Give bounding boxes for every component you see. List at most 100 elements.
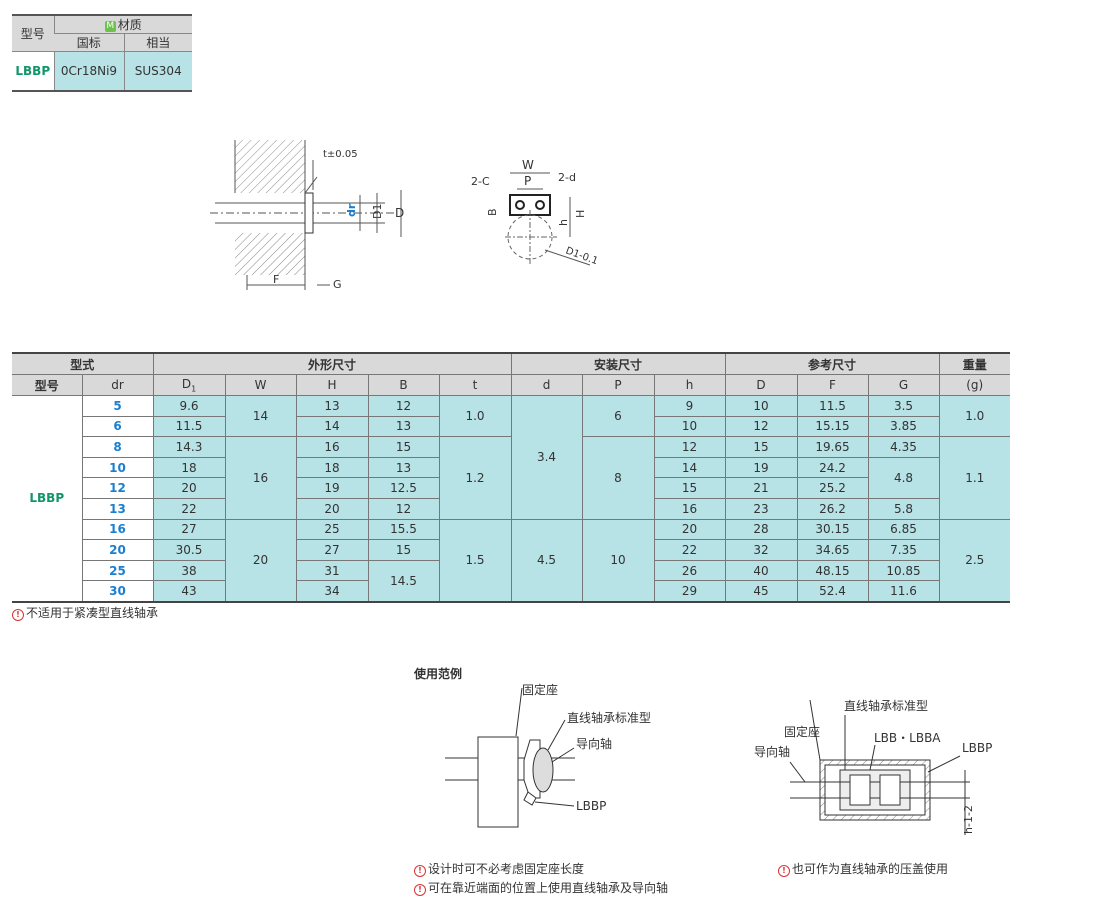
b-label: B — [486, 208, 499, 216]
cell-d1: 20 — [152, 477, 225, 499]
cell-g: 5.8 — [867, 497, 939, 520]
col-t: t — [438, 374, 511, 396]
front-view-drawing: W P 2-C 2-d B h H D1-0.1 — [471, 158, 599, 267]
table-row: 8 14.3 16 16 15 1.2 8 12 15 19.65 4.35 1… — [12, 436, 1010, 520]
cell-dd: 32 — [724, 539, 797, 561]
cell-g: 7.35 — [867, 539, 939, 561]
usage-left-drawing: 固定座 直线轴承标准型 导向轴 LBBP — [445, 682, 651, 828]
cell-hh: 14 — [653, 456, 725, 478]
group-outer: 外形尺寸 — [152, 352, 511, 375]
d1tol-label: D1-0.1 — [564, 245, 599, 267]
cell-hh: 26 — [653, 559, 725, 581]
col-dd: D — [724, 374, 797, 396]
cell-h: 14 — [295, 415, 368, 437]
cell-hh: 29 — [653, 580, 725, 603]
2c-label: 2-C — [471, 175, 490, 188]
col-d1: D1 — [152, 374, 225, 396]
cell-hh: 20 — [653, 518, 725, 540]
cell-f: 52.4 — [796, 580, 868, 603]
left-guide-shaft: 导向轴 — [576, 736, 612, 751]
table-row: 20 30.5 27 15 22 32 34.65 7.35 — [12, 539, 1010, 561]
cell-h: 27 — [295, 539, 368, 561]
material-col-gb: 国标 — [54, 33, 124, 52]
cell-g: 6.85 — [867, 518, 939, 540]
cell-f: 11.5 — [796, 395, 868, 417]
cell-p: 10 — [581, 518, 654, 603]
material-model: LBBP — [12, 51, 54, 92]
cell-dr: 30 — [81, 580, 153, 603]
cell-g: 3.85 — [867, 415, 939, 437]
cell-d1: 27 — [152, 518, 225, 540]
table-row: 16 27 20 25 15.5 1.5 4.5 10 20 28 30.15 … — [12, 518, 1010, 603]
table-row: 25 38 31 14.5 26 40 48.15 10.85 — [12, 559, 1010, 603]
hh-label: H — [574, 210, 587, 218]
cell-d1: 38 — [152, 559, 225, 581]
warning-icon: ! — [12, 609, 24, 621]
cell-f: 19.65 — [796, 436, 868, 458]
cell-w: 20 — [224, 518, 296, 603]
group-type: 型式 — [12, 352, 153, 375]
cell-dr: 8 — [81, 436, 153, 458]
cell-dr: 13 — [81, 497, 153, 520]
cell-b: 12 — [367, 395, 439, 417]
warning-icon: ! — [778, 865, 790, 877]
spec-table: 型式 外形尺寸 安装尺寸 参考尺寸 重量 型号 dr D1 W H B t d … — [12, 352, 1010, 603]
table-row: 30 43 34 29 45 52.4 11.6 — [12, 580, 1010, 603]
cell-dd: 12 — [724, 415, 797, 437]
h-label: h — [557, 219, 570, 226]
cell-d1: 11.5 — [152, 415, 225, 437]
cell-w: 14 — [224, 394, 296, 437]
left-lbbp: LBBP — [576, 799, 606, 813]
cell-dr: 20 — [81, 539, 153, 561]
right-fixed-seat: 固定座 — [784, 724, 820, 739]
section-drawing: t±0.05 dr D1 D F G — [210, 140, 404, 291]
cell-h: 25 — [295, 518, 368, 540]
cell-hh: 12 — [653, 436, 725, 458]
cell-weight: 2.5 — [938, 518, 1010, 603]
cell-p: 8 — [581, 436, 654, 520]
cell-hh: 9 — [653, 395, 725, 417]
cell-dd: 21 — [724, 477, 797, 499]
cell-g: 4.35 — [867, 436, 939, 458]
cell-d: 4.5 — [510, 518, 582, 603]
cell-d1: 14.3 — [152, 436, 225, 458]
cell-d: 3.4 — [510, 395, 582, 520]
cell-dd: 19 — [724, 456, 797, 478]
cell-b: 12 — [367, 497, 439, 520]
f-label: F — [273, 273, 279, 286]
cell-g: 3.5 — [867, 395, 939, 417]
group-weight: 重量 — [938, 352, 1010, 375]
cell-d1: 9.6 — [152, 395, 225, 417]
cell-h: 18 — [295, 456, 368, 478]
cell-h: 13 — [295, 395, 368, 417]
col-model: 型号 — [12, 374, 82, 396]
cell-f: 25.2 — [796, 477, 868, 499]
cell-hh: 22 — [653, 539, 725, 561]
col-g: G — [867, 374, 939, 396]
cell-hh: 15 — [653, 477, 725, 499]
cell-g: 11.6 — [867, 580, 939, 603]
dr-label: dr — [345, 203, 358, 217]
usage-note-2: !可在靠近端面的位置上使用直线轴承及导向轴 — [414, 879, 668, 896]
cell-f: 48.15 — [796, 559, 868, 581]
col-p: P — [581, 374, 654, 396]
table-row: 10 18 18 13 14 19 24.2 4.8 — [12, 456, 1010, 499]
cell-g: 4.8 — [867, 456, 939, 499]
warning-icon: ! — [414, 865, 426, 877]
warning-icon: ! — [414, 884, 426, 896]
g-label: G — [333, 278, 342, 291]
col-f: F — [796, 374, 868, 396]
cell-weight: 1.0 — [938, 394, 1010, 437]
material-col-model: 型号 — [12, 14, 54, 52]
right-lbbp: LBBP — [962, 741, 992, 755]
cell-dr: 6 — [81, 415, 153, 437]
cell-b: 13 — [367, 415, 439, 437]
cell-weight: 1.1 — [938, 436, 1010, 520]
left-fixed-seat: 固定座 — [522, 682, 558, 697]
col-weight-unit: (g) — [938, 374, 1010, 396]
cell-h: 16 — [295, 436, 368, 458]
col-dr: dr — [81, 374, 153, 396]
cell-d1: 43 — [152, 580, 225, 603]
cell-dd: 28 — [724, 518, 797, 540]
cell-dd: 45 — [724, 580, 797, 603]
